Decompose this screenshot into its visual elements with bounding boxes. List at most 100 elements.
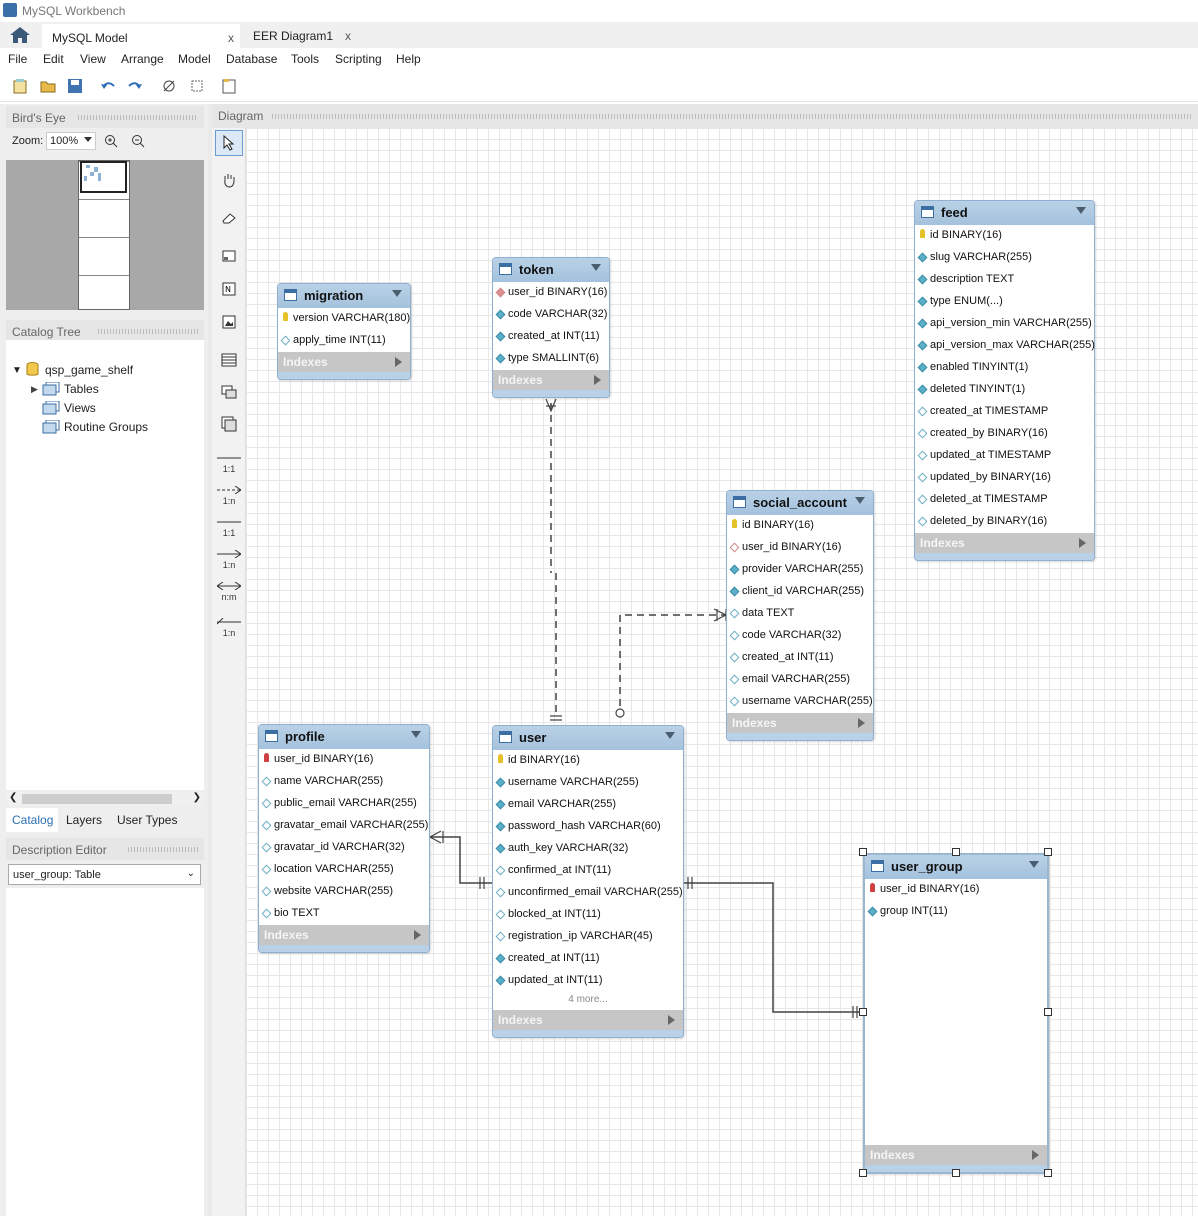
column-row[interactable]: description TEXT	[915, 269, 1094, 291]
panel-divider[interactable]	[208, 104, 212, 1216]
table-tool[interactable]	[215, 348, 243, 374]
column-row[interactable]: name VARCHAR(255)	[259, 771, 429, 793]
relationship-1-1-identifying-tool[interactable]: 1:1	[215, 518, 243, 544]
column-row[interactable]: confirmed_at INT(11)	[493, 860, 683, 882]
tree-routine-groups[interactable]: Routine Groups	[64, 420, 149, 434]
column-row[interactable]: user_id BINARY(16)	[865, 879, 1047, 901]
indexes-section[interactable]: Indexes	[493, 1010, 683, 1030]
column-row[interactable]: bio TEXT	[259, 903, 429, 925]
column-row[interactable]: client_id VARCHAR(255)	[727, 581, 873, 603]
column-row[interactable]: group INT(11)	[865, 901, 1047, 923]
column-row[interactable]: updated_by BINARY(16)	[915, 467, 1094, 489]
column-row[interactable]: code VARCHAR(32)	[493, 304, 609, 326]
relationship-n-m-tool[interactable]: n:m	[215, 581, 243, 608]
indexes-section[interactable]: Indexes	[259, 925, 429, 945]
column-row[interactable]: website VARCHAR(255)	[259, 881, 429, 903]
tree-schema[interactable]: qsp_game_shelf	[45, 363, 134, 377]
description-object-select[interactable]: user_group: Table⌄	[8, 864, 201, 885]
column-row[interactable]: updated_at TIMESTAMP	[915, 445, 1094, 467]
chevron-down-icon[interactable]	[411, 731, 421, 738]
chevron-down-icon[interactable]	[1029, 861, 1039, 868]
column-row[interactable]: id BINARY(16)	[915, 225, 1094, 247]
column-row[interactable]: user_id BINARY(16)	[259, 749, 429, 771]
description-text-area[interactable]	[6, 888, 204, 1216]
chevron-down-icon[interactable]	[855, 497, 865, 504]
column-row[interactable]: created_at INT(11)	[493, 326, 609, 348]
diagram-canvas[interactable]: migration version VARCHAR(180) apply_tim…	[246, 128, 1198, 1216]
chevron-down-icon[interactable]	[591, 264, 601, 271]
undo-icon[interactable]	[100, 78, 116, 94]
column-row[interactable]: gravatar_email VARCHAR(255)	[259, 815, 429, 837]
collapse-arrow-icon[interactable]: ▶	[31, 384, 38, 394]
eraser-tool[interactable]	[215, 206, 243, 232]
column-row[interactable]: code VARCHAR(32)	[727, 625, 873, 647]
column-row[interactable]: user_id BINARY(16)	[727, 537, 873, 559]
column-row[interactable]: id BINARY(16)	[727, 515, 873, 537]
expand-arrow-icon[interactable]	[594, 375, 601, 385]
resize-handle[interactable]	[952, 1169, 960, 1177]
table-profile[interactable]: profile user_id BINARY(16) name VARCHAR(…	[258, 724, 430, 953]
menu-help[interactable]: Help	[396, 52, 421, 66]
column-row[interactable]: auth_key VARCHAR(32)	[493, 838, 683, 860]
close-icon[interactable]: x	[345, 29, 351, 43]
tree-views[interactable]: Views	[64, 401, 96, 415]
column-row[interactable]: gravatar_id VARCHAR(32)	[259, 837, 429, 859]
save-icon[interactable]	[67, 78, 83, 94]
column-row[interactable]: provider VARCHAR(255)	[727, 559, 873, 581]
column-row[interactable]: type SMALLINT(6)	[493, 348, 609, 370]
note-tool[interactable]: N	[215, 277, 243, 303]
home-icon[interactable]	[8, 26, 32, 44]
tab-user-types[interactable]: User Types	[117, 813, 178, 827]
table-token[interactable]: token user_id BINARY(16) code VARCHAR(32…	[492, 257, 610, 398]
column-row[interactable]: api_version_min VARCHAR(255)	[915, 313, 1094, 335]
tab-layers[interactable]: Layers	[66, 813, 103, 827]
column-row[interactable]: blocked_at INT(11)	[493, 904, 683, 926]
image-tool[interactable]	[215, 310, 243, 336]
expand-arrow-icon[interactable]	[395, 357, 402, 367]
redo-icon[interactable]	[127, 78, 143, 94]
expand-arrow-icon[interactable]	[858, 718, 865, 728]
birds-eye-view[interactable]	[6, 160, 204, 310]
menu-database[interactable]: Database	[226, 52, 278, 66]
menu-view[interactable]: View	[80, 52, 106, 66]
routine-group-tool[interactable]	[215, 412, 243, 438]
column-row[interactable]: username VARCHAR(255)	[727, 691, 873, 713]
relationship-1-n-tool[interactable]: 1:n	[215, 485, 243, 512]
indexes-section[interactable]: Indexes	[727, 713, 873, 733]
column-row[interactable]: email VARCHAR(255)	[493, 794, 683, 816]
new-diagram-icon[interactable]	[221, 78, 237, 94]
tab-catalog[interactable]: Catalog	[6, 808, 58, 832]
menu-tools[interactable]: Tools	[291, 52, 320, 66]
column-row[interactable]: deleted TINYINT(1)	[915, 379, 1094, 401]
table-social-account[interactable]: social_account id BINARY(16) user_id BIN…	[726, 490, 874, 741]
column-row[interactable]: deleted_at TIMESTAMP	[915, 489, 1094, 511]
scroll-left-icon[interactable]: ❮	[9, 792, 18, 803]
column-row[interactable]: slug VARCHAR(255)	[915, 247, 1094, 269]
table-user[interactable]: user id BINARY(16) username VARCHAR(255)…	[492, 725, 684, 1038]
table-user-group[interactable]: user_group user_id BINARY(16) group INT(…	[863, 853, 1049, 1174]
menu-model[interactable]: Model	[178, 52, 211, 66]
column-row[interactable]: deleted_by BINARY(16)	[915, 511, 1094, 533]
column-row[interactable]: created_at INT(11)	[493, 948, 683, 970]
relationship-existing-columns-tool[interactable]: 1:n	[215, 617, 243, 644]
table-migration[interactable]: migration version VARCHAR(180) apply_tim…	[277, 283, 411, 380]
birds-eye-viewport[interactable]	[80, 161, 127, 193]
column-row[interactable]: email VARCHAR(255)	[727, 669, 873, 691]
column-row[interactable]: username VARCHAR(255)	[493, 772, 683, 794]
menu-arrange[interactable]: Arrange	[121, 52, 164, 66]
resize-handle[interactable]	[859, 1169, 867, 1177]
resize-handle[interactable]	[1044, 1008, 1052, 1016]
select-tool[interactable]	[215, 130, 243, 156]
indexes-section[interactable]: Indexes	[493, 370, 609, 390]
expand-arrow-icon[interactable]: ▼	[12, 365, 22, 376]
indexes-section[interactable]: Indexes	[915, 533, 1094, 553]
expand-arrow-icon[interactable]	[1079, 538, 1086, 548]
indexes-section[interactable]: Indexes	[865, 1145, 1047, 1165]
chevron-down-icon[interactable]	[1076, 207, 1086, 214]
zoom-in-icon[interactable]	[104, 134, 118, 148]
column-row[interactable]: data TEXT	[727, 603, 873, 625]
column-row[interactable]: created_at INT(11)	[727, 647, 873, 669]
menu-file[interactable]: File	[8, 52, 28, 66]
align-grid-icon[interactable]	[189, 78, 205, 94]
column-row[interactable]: created_by BINARY(16)	[915, 423, 1094, 445]
